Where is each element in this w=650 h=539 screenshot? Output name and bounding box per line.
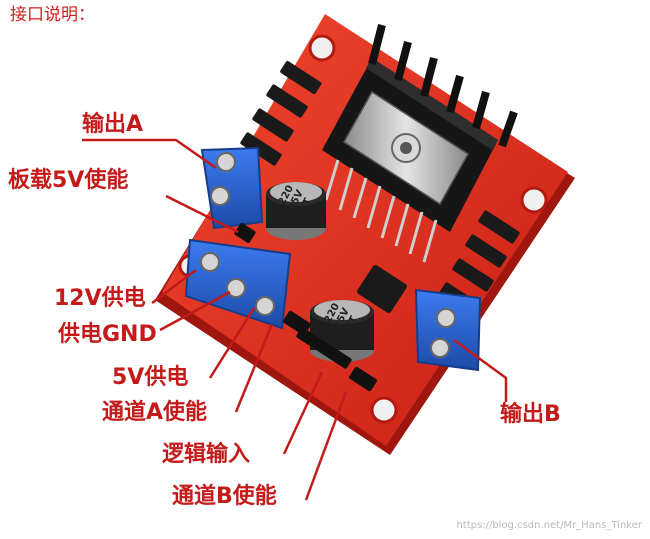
terminal-power [184, 238, 292, 330]
terminal-screw [226, 278, 246, 298]
terminal-out-a [200, 146, 264, 230]
label-output-a: 输出A [82, 112, 144, 137]
regulator-chip [357, 264, 407, 314]
header-pins [283, 310, 377, 392]
callout-lines [82, 138, 508, 501]
terminal-screw [210, 186, 230, 206]
label-12v-power: 12V供电 [54, 286, 146, 311]
watermark: https://blog.csdn.net/Mr_Hans_Tinker [456, 520, 642, 531]
terminal-screw [436, 308, 456, 328]
heatsink [322, 24, 518, 232]
terminal-screw [430, 338, 450, 358]
terminal-out-b [414, 288, 482, 372]
terminal-screw [216, 152, 236, 172]
jumper-5v-enable [234, 222, 256, 244]
mounting-hole [370, 396, 398, 424]
label-5v-enable: 板载5V使能 [8, 168, 129, 193]
terminal-screw [255, 296, 275, 316]
capacitor-upper [266, 182, 326, 240]
mounting-hole [520, 186, 548, 214]
diodes-left [240, 61, 322, 166]
label-channel-a-enable: 通道A使能 [102, 400, 208, 425]
page-title: 接口说明： [10, 5, 95, 25]
chip-pins [324, 159, 438, 263]
label-power-gnd: 供电GND [58, 322, 157, 347]
mounting-hole [308, 34, 336, 62]
label-logic-input: 逻辑输入 [162, 442, 251, 467]
terminal-screw [200, 252, 220, 272]
label-output-b: 输出B [500, 402, 561, 427]
label-channel-b-enable: 通道B使能 [172, 484, 277, 509]
label-5v-power: 5V供电 [112, 365, 189, 390]
